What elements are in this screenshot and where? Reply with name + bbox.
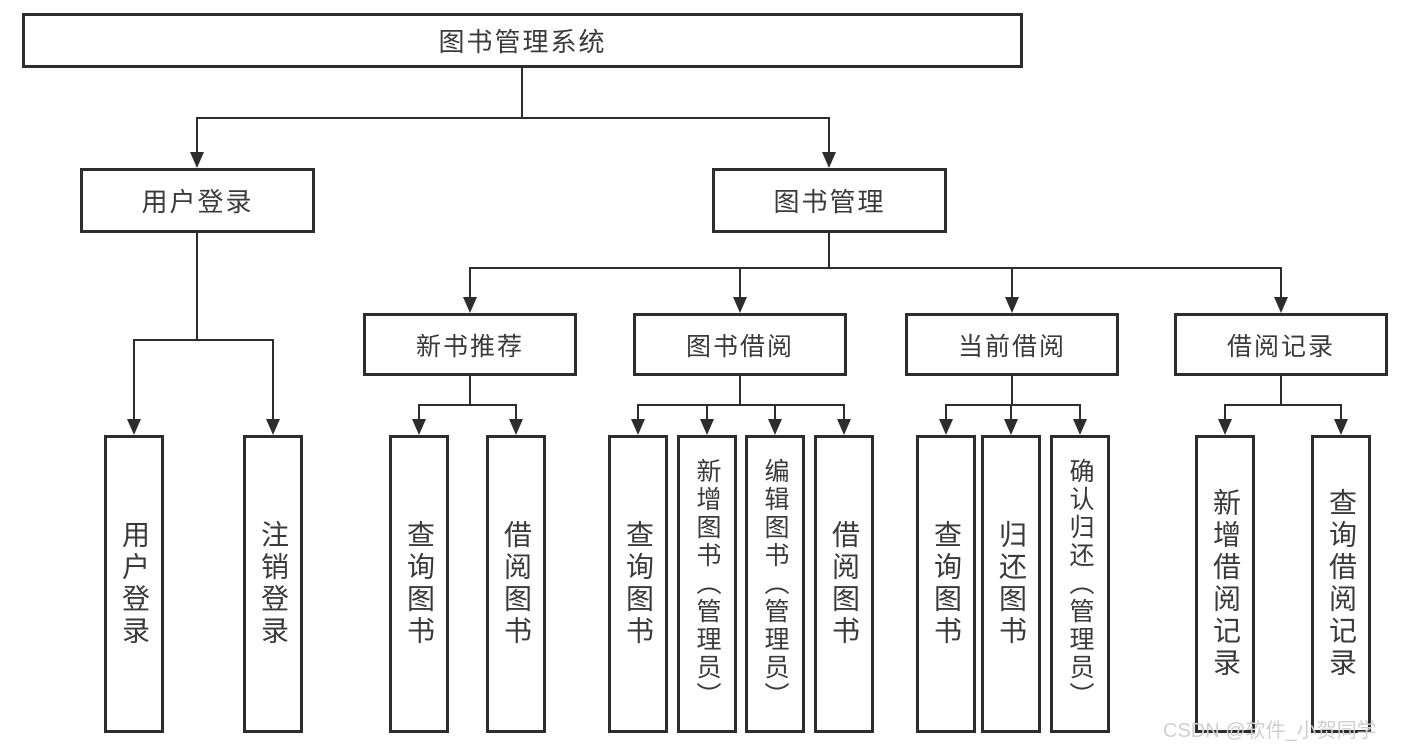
edge-leaf-stem (945, 404, 947, 421)
arrow-down-icon (631, 419, 645, 435)
arrow-down-icon (127, 419, 141, 435)
node-user-login: 用户登录 (80, 168, 315, 233)
edge-logout-stem (272, 339, 274, 421)
arrow-down-icon (837, 419, 851, 435)
edge-leaf-stem (774, 404, 776, 421)
edge-book-mgmt-stem (828, 117, 830, 154)
arrow-down-icon (463, 297, 477, 313)
edge-records-drop (1280, 376, 1282, 406)
edge-leaf-stem (515, 404, 517, 421)
leaf-current-confirm-return-admin: 确认归还（管理员） (1050, 435, 1110, 733)
leaf-borrowing-borrow-books: 借阅图书 (814, 435, 874, 733)
leaf-user-login: 用户登录 (104, 435, 164, 733)
node-new-book-recommend: 新书推荐 (363, 313, 577, 376)
edge-leaf-stem (1340, 404, 1342, 421)
node-borrowing-records: 借阅记录 (1174, 313, 1388, 376)
arrow-down-icon (700, 419, 714, 435)
arrow-down-icon (768, 419, 782, 435)
arrow-down-icon (733, 297, 747, 313)
arrow-down-icon (1218, 419, 1232, 435)
arrow-down-icon (1274, 297, 1288, 313)
leaf-borrowing-add-books-admin: 新增图书（管理员） (677, 435, 737, 733)
edge-leaf-stem (843, 404, 845, 421)
arrow-down-icon (1005, 297, 1019, 313)
edge-leaf-stem (1224, 404, 1226, 421)
edge-borrowing-split (637, 404, 845, 406)
arrow-down-icon (1334, 419, 1348, 435)
edge-borrowing-drop (739, 376, 741, 406)
node-current-borrowing: 当前借阅 (905, 313, 1119, 376)
edge-current-split (945, 404, 1081, 406)
edge-borrowing-stem (739, 267, 741, 299)
edge-records-split (1224, 404, 1342, 406)
watermark: CSDN @软件_小贺同学 (1163, 720, 1377, 742)
arrow-down-icon (939, 419, 953, 435)
arrow-down-icon (1073, 419, 1087, 435)
edge-recommend-split (418, 404, 517, 406)
edge-records-stem (1280, 267, 1282, 299)
leaf-logout: 注销登录 (243, 435, 303, 733)
leaf-recommend-query-books: 查询图书 (389, 435, 449, 733)
edge-user-login-stem (196, 117, 198, 154)
arrow-down-icon (190, 152, 204, 168)
node-book-management: 图书管理 (712, 168, 947, 233)
arrow-down-icon (1004, 419, 1018, 435)
edge-user-login-split (133, 339, 274, 341)
leaf-borrowing-edit-books-admin: 编辑图书（管理员） (745, 435, 805, 733)
edge-leaf-stem (706, 404, 708, 421)
leaf-borrowing-query-books: 查询图书 (608, 435, 668, 733)
edge-current-drop (1011, 376, 1013, 406)
edge-current-stem (1011, 267, 1013, 299)
node-root: 图书管理系统 (22, 13, 1023, 68)
arrow-down-icon (509, 419, 523, 435)
edge-login-stem (133, 339, 135, 421)
edge-user-login-drop (196, 233, 198, 341)
leaf-current-return-books: 归还图书 (981, 435, 1041, 733)
arrow-down-icon (412, 419, 426, 435)
edge-leaf-stem (637, 404, 639, 421)
edge-leaf-stem (418, 404, 420, 421)
arrow-down-icon (822, 152, 836, 168)
edge-leaf-stem (1079, 404, 1081, 421)
edge-root-drop (521, 68, 523, 119)
edge-recommend-stem (469, 267, 471, 299)
leaf-recommend-borrow-books: 借阅图书 (486, 435, 546, 733)
leaf-records-add-record: 新增借阅记录 (1195, 435, 1255, 733)
node-book-borrowing: 图书借阅 (633, 313, 847, 376)
arrow-down-icon (266, 419, 280, 435)
edge-leaf-stem (1010, 404, 1012, 421)
leaf-records-query-record: 查询借阅记录 (1311, 435, 1371, 733)
edge-book-mgmt-split (469, 267, 1282, 269)
edge-book-mgmt-drop (828, 233, 830, 269)
edge-root-split (196, 117, 830, 119)
leaf-current-query-books: 查询图书 (916, 435, 976, 733)
edge-recommend-drop (469, 376, 471, 406)
